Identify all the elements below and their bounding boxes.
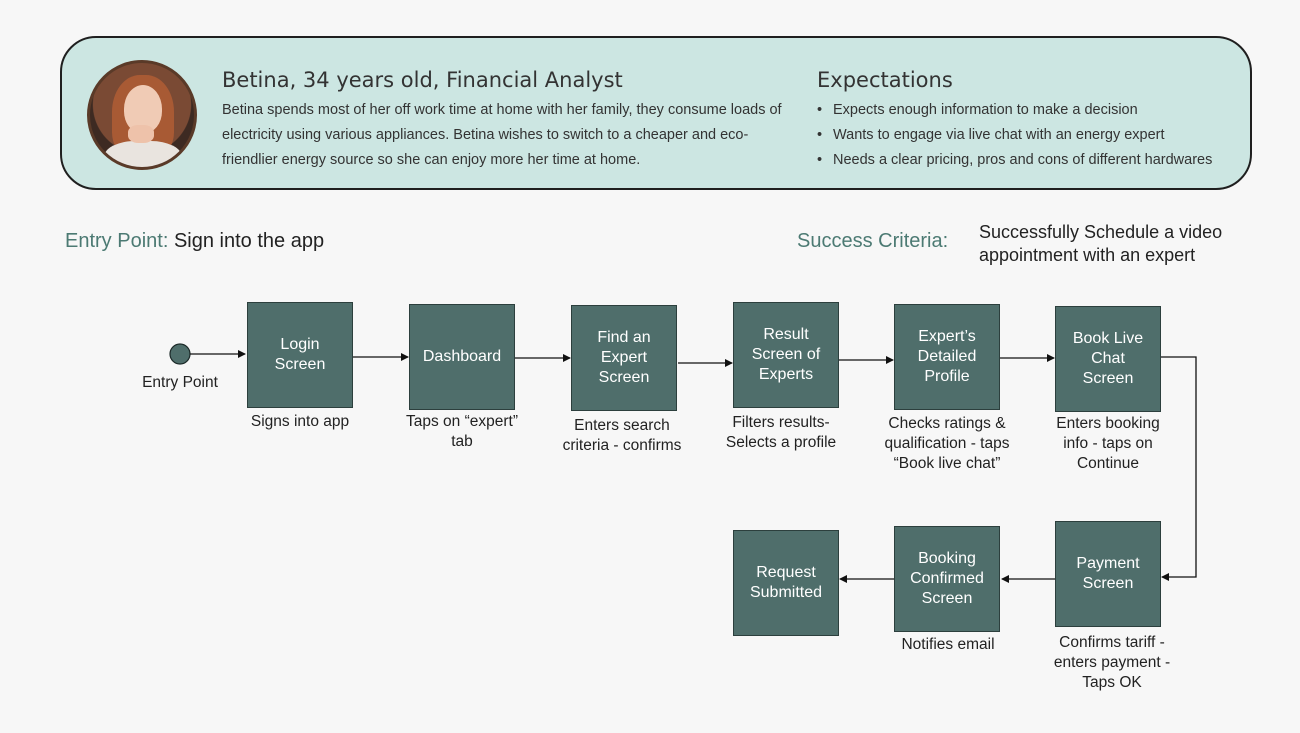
step-caption: Signs into app [250, 413, 350, 430]
step-result-screen: Result Screen of Experts [733, 302, 839, 408]
expectations-title: Expectations [817, 68, 953, 92]
expectation-item: • Needs a clear pricing, pros and cons of… [817, 148, 1212, 173]
entry-point-value: Sign into the app [173, 230, 325, 252]
avatar-shoulder [104, 141, 182, 167]
flow-arrow [1161, 356, 1197, 581]
step-caption: Enters booking info - taps on Continue [1056, 415, 1160, 472]
persona-name: Betina, 34 years old, Financial Analyst [222, 68, 623, 92]
step-title: Expert’s Detailed Profile [917, 328, 977, 385]
step-title: Request Submitted [749, 564, 823, 601]
entry-point-key: Entry Point: [65, 230, 169, 252]
expectation-text: Wants to engage via live chat with an en… [833, 127, 1165, 143]
step-caption: Filters results- Selects a profile [725, 414, 837, 451]
step-caption: Confirms tariff - enters payment - Taps … [1053, 634, 1171, 691]
persona-description: Betina spends most of her off work time … [222, 102, 782, 168]
entry-point-node-label: Entry Point [142, 374, 218, 391]
step-caption: Enters search criteria - confirms [562, 417, 682, 454]
step-dashboard: Dashboard [409, 304, 515, 410]
expectation-text: Needs a clear pricing, pros and cons of … [833, 152, 1213, 168]
step-caption: Notifies email [901, 636, 995, 653]
bullet-icon: • [817, 102, 823, 118]
avatar-hand [128, 125, 154, 143]
step-title: Booking Confirmed Screen [910, 550, 984, 607]
entry-point-node [169, 343, 191, 365]
step-title: Book Live Chat Screen [1072, 330, 1144, 387]
step-find-expert-screen: Find an Expert Screen [571, 305, 677, 411]
bullet-icon: • [817, 152, 823, 168]
entry-point-label: Entry Point: Sign into the app [65, 230, 324, 253]
step-title: Dashboard [422, 348, 502, 365]
step-title: Payment Screen [1076, 555, 1140, 592]
step-caption: Checks ratings & qualification - taps “B… [884, 415, 1010, 472]
step-payment-screen: Payment Screen [1055, 521, 1161, 627]
expectation-text: Expects enough information to make a dec… [833, 102, 1138, 118]
step-caption: Taps on “expert” tab [406, 413, 518, 450]
persona-card: Betina, 34 years old, Financial Analyst … [60, 36, 1252, 190]
step-book-live-chat: Book Live Chat Screen [1055, 306, 1161, 412]
step-login-screen: Login Screen [247, 302, 353, 408]
step-title: Login Screen [274, 336, 326, 373]
step-title: Result Screen of Experts [751, 326, 821, 383]
step-expert-profile: Expert’s Detailed Profile [894, 304, 1000, 410]
expectation-item: • Expects enough information to make a de… [817, 98, 1212, 123]
bullet-icon: • [817, 127, 823, 143]
step-request-submitted: Request Submitted [733, 530, 839, 636]
success-criteria-key: Success Criteria: [797, 230, 949, 252]
step-title: Find an Expert Screen [597, 329, 651, 386]
persona-avatar [87, 60, 197, 170]
success-criteria-value: Successfully Schedule a video appointmen… [979, 222, 1223, 265]
expectation-item: • Wants to engage via live chat with an e… [817, 123, 1212, 148]
expectations-list: • Expects enough information to make a de… [817, 98, 1212, 173]
step-booking-confirmed: Booking Confirmed Screen [894, 526, 1000, 632]
